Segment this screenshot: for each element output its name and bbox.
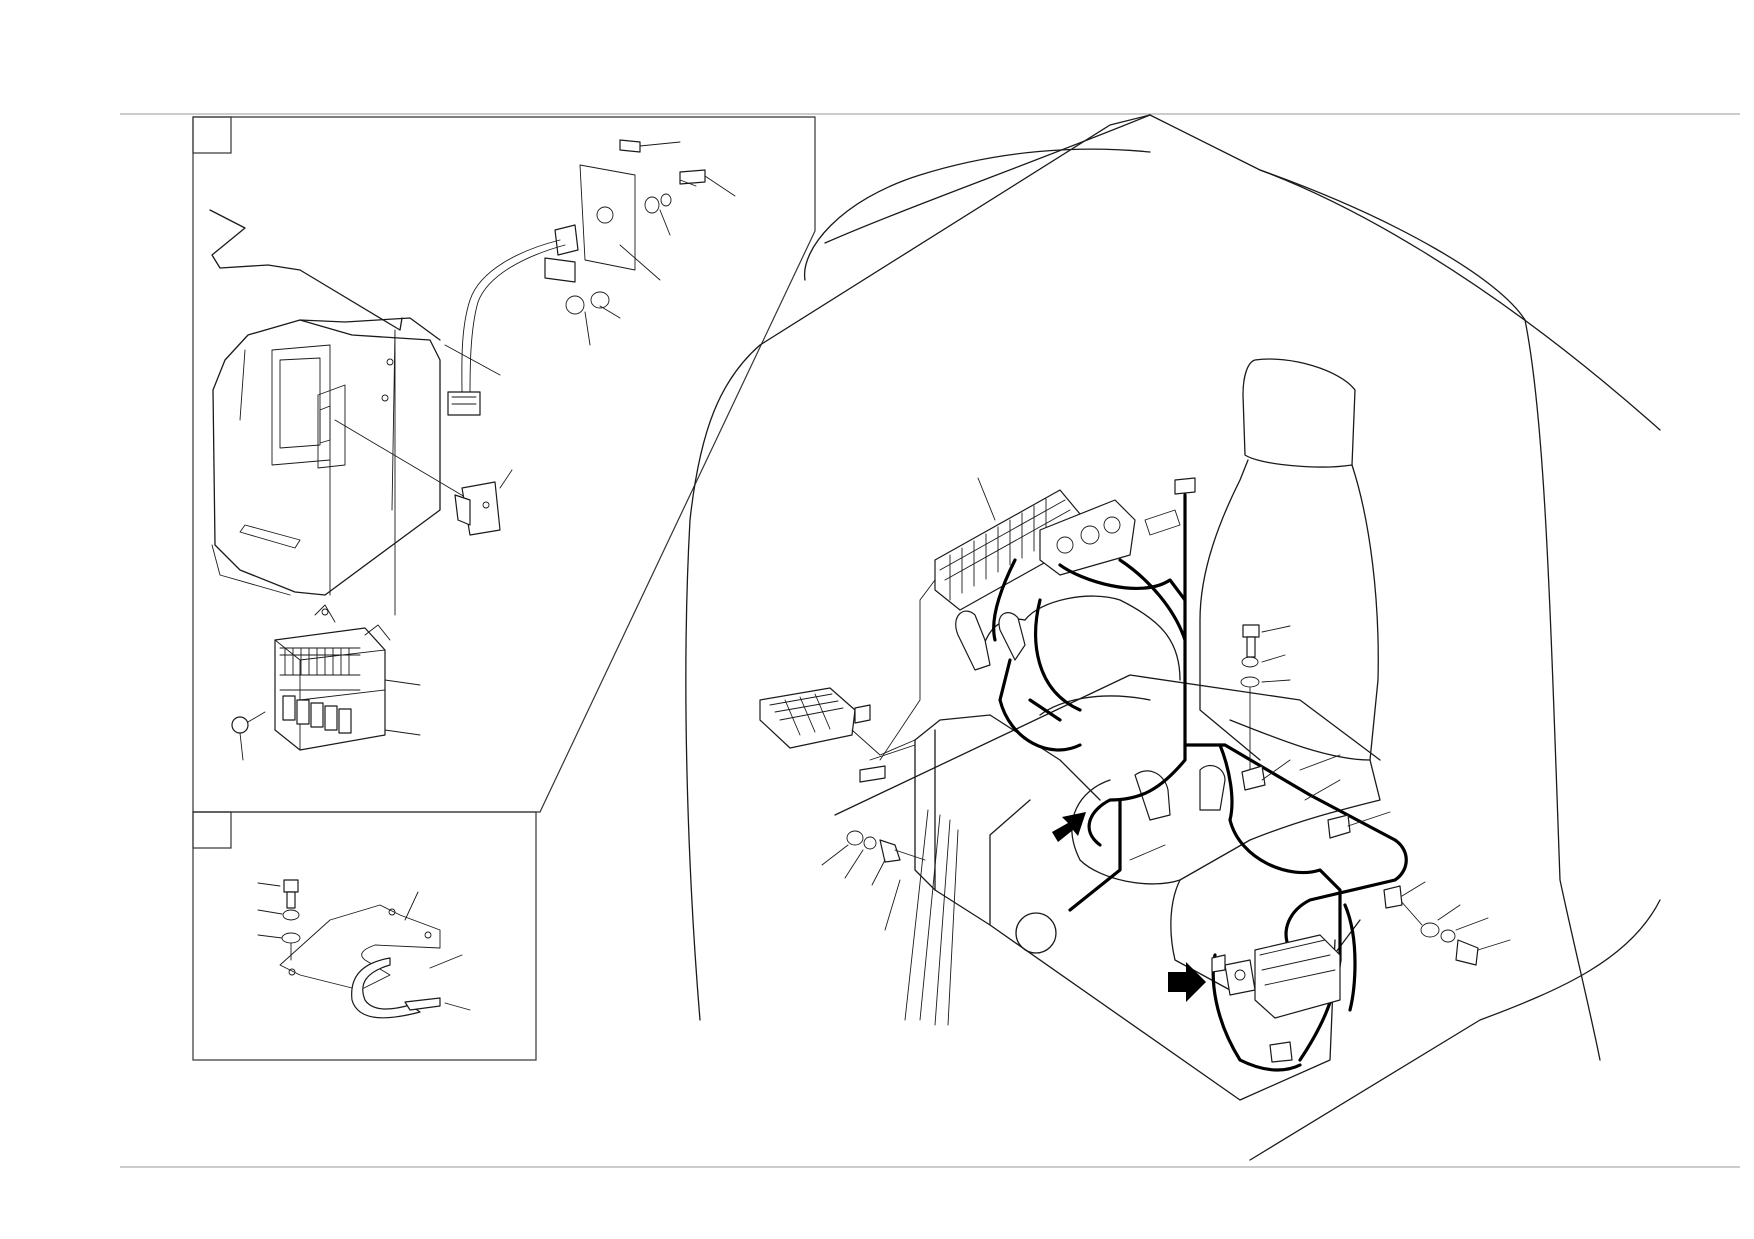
controller-box [1211, 934, 1341, 1063]
round-cover [1015, 912, 1057, 954]
rocker-switch [334, 419, 513, 536]
cab-outline [685, 114, 1661, 1161]
keypad-unit [759, 579, 936, 783]
arrow-right-icon [1052, 812, 1086, 842]
bolt-set-left [821, 830, 926, 886]
arrow-right-icon [1168, 962, 1206, 1002]
detail-view-a [192, 116, 816, 813]
detail-frame-a [192, 116, 816, 813]
view-label-box-b [192, 811, 232, 849]
switch-panel [934, 477, 1196, 611]
view-label-box-a [192, 116, 232, 154]
bolt-set-right [1399, 899, 1511, 966]
switch-harness [444, 139, 736, 416]
floor-structure [834, 595, 1381, 1101]
console-housing [209, 209, 441, 616]
harness-clamps [1241, 759, 1426, 909]
fuse-row [279, 647, 361, 691]
detail-frame-b [192, 811, 537, 1061]
fuse-relay-box [231, 604, 421, 761]
operator-seat [1071, 358, 1381, 991]
page-rules [120, 113, 1740, 1168]
relay-row [282, 695, 352, 734]
mounting-bracket [257, 879, 471, 1019]
wiring-harness [992, 493, 1408, 1072]
leader-lines [884, 754, 1341, 931]
bolt-set-center [1240, 624, 1291, 781]
detail-view-b [192, 811, 537, 1061]
main-view [685, 114, 1661, 1161]
control-levers [955, 610, 1226, 821]
view-arrows [1052, 812, 1206, 1002]
